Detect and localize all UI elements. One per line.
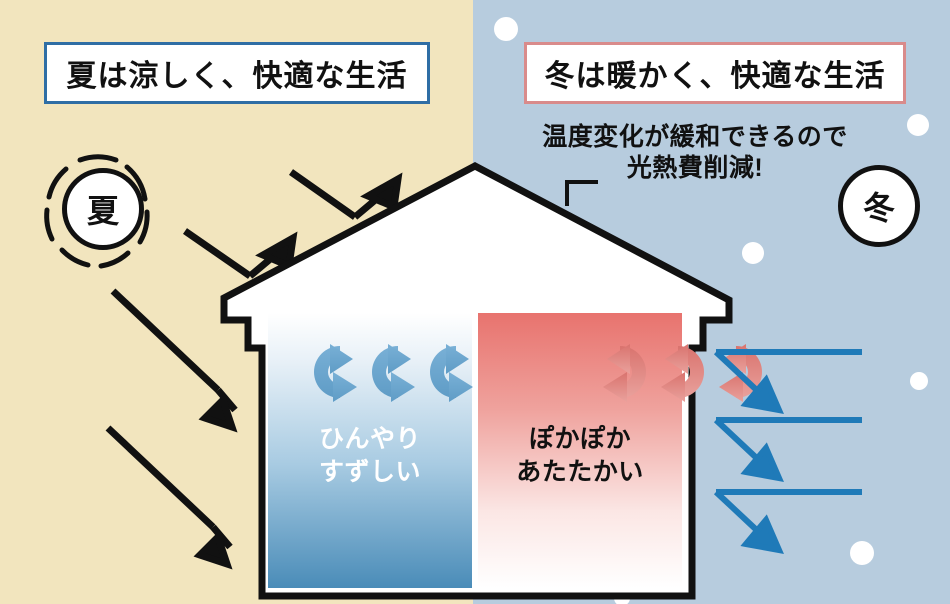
summer-badge-label: 夏: [86, 193, 119, 229]
warm-air-arrows: [603, 344, 762, 402]
summer-headline-text: 夏は涼しく、快適な生活: [66, 60, 408, 93]
warm-room-label: ぽかぽか あたたかい: [478, 423, 682, 488]
cool-room-label-line-1: ひんやり: [318, 425, 421, 453]
warm-room-label-line-1: ぽかぽか: [528, 425, 631, 453]
warm-room-label-line-2: あたたかい: [516, 457, 644, 486]
summer-headline-box: 夏は涼しく、快適な生活: [44, 42, 430, 104]
snow-dots: [494, 17, 929, 604]
savings-annotation: 温度変化が緩和できるので 光熱費削減!: [495, 122, 895, 184]
sun-rays-icon: [44, 154, 150, 269]
winter-wind-arrows: [713, 349, 862, 554]
annotation-leader-line: [565, 180, 598, 206]
cool-room-label: ひんやり すずしい: [268, 423, 472, 488]
warm-room-panel: [478, 313, 682, 588]
winter-badge: 冬: [838, 165, 920, 247]
winter-badge-label: 冬: [862, 190, 895, 226]
winter-headline-text: 冬は暖かく、快適な生活: [544, 60, 886, 93]
annotation-line-2: 光熱費削減!: [626, 154, 764, 182]
annotation-line-1: 温度変化が緩和できるので: [542, 123, 848, 151]
cool-air-arrows: [314, 344, 473, 402]
summer-badge: 夏: [62, 168, 144, 250]
summer-ray-arrows: [105, 169, 403, 570]
winter-headline-box: 冬は暖かく、快適な生活: [524, 42, 906, 104]
cool-room-label-line-2: すずしい: [318, 457, 421, 486]
